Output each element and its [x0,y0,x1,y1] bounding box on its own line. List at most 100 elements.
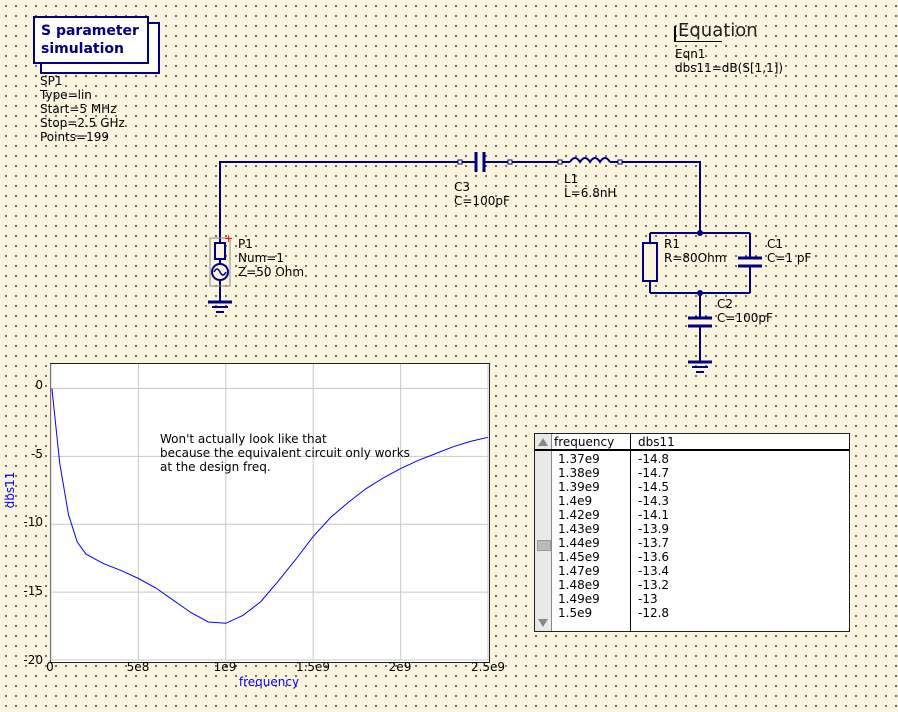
equation-title[interactable]: Equation [678,20,758,41]
note-line: at the design freq. [160,460,271,474]
equation-underline [676,41,722,42]
junction-node-bottom [697,290,703,296]
x-tick-label: 2.5e9 [470,660,506,674]
scroll-down-icon[interactable] [538,619,548,627]
column-divider [630,434,631,631]
label-p1[interactable]: P1 Num=1 Z=50 Ohm [238,237,304,279]
label-l1[interactable]: L1 L=6.8nH [564,172,616,200]
p1-plus-sign: + [224,232,233,245]
p1-name: P1 [238,237,253,251]
cell-frequency: 1.47e9 [558,564,600,578]
y-tick-label: -10 [23,515,43,529]
table-header [535,434,849,451]
l1-value: L=6.8nH [564,186,617,200]
table-rows: 1.37e9-14.8 1.38e9-14.7 1.39e9-14.5 1.4e… [558,452,669,620]
label-c1[interactable]: C1 C=1 pF [767,237,811,265]
x-tick-label: 1e9 [213,660,237,674]
cell-dbs11: -14.8 [638,452,670,466]
table-row: 1.39e9-14.5 [558,480,669,494]
table-row: 1.49e9 -13 [558,592,669,606]
cell-frequency: 1.45e9 [558,550,600,564]
p1-num: Num=1 [238,251,284,265]
table-row: 1.44e9-13.7 [558,536,669,550]
junction-node-top [697,230,703,236]
sim-param-stop: Stop=2.5 GHz [40,116,125,130]
cell-dbs11: -14.7 [638,466,670,480]
cell-frequency: 1.49e9 [558,592,600,606]
table-row: 1.47e9-13.4 [558,564,669,578]
table-scrollbar[interactable] [535,434,552,631]
r1-value: R=80Ohm [664,251,727,265]
c1-name: C1 [767,237,784,251]
p1-impedance: Z=50 Ohm [238,265,305,279]
label-r1[interactable]: R1 R=80Ohm [664,237,726,265]
simulation-title-line2: simulation [41,41,125,57]
sim-param-start: Start=5 MHz [40,102,117,116]
equation-name: Eqn1 [675,47,706,61]
c3-name: C3 [454,180,471,194]
y-tick-label: 0 [35,378,43,392]
note-line: because the equivalent circuit only work… [160,446,410,460]
cell-dbs11: -13 [638,592,658,606]
note-line: Won't actually look like that [160,432,327,446]
cell-frequency: 1.5e9 [558,606,593,620]
cell-dbs11: -14.3 [638,494,670,508]
wire-port-to-c3 [219,161,460,230]
x-tick-label: 2e9 [388,660,412,674]
cell-dbs11: -13.6 [638,550,670,564]
column-header-frequency: frequency [554,435,615,449]
cell-dbs11: -13.9 [638,522,670,536]
x-tick-label: 5e8 [126,660,150,674]
equation-marker [674,26,676,42]
equation-body[interactable]: Eqn1 dbs11=dB(S[1,1]) [675,47,783,75]
c2-value: C=100pF [717,311,773,325]
table-row: 1.37e9 -14.8 [558,452,669,466]
table-row: 1.48e9 -13.2 [558,578,669,592]
table-row: 1.5e9 -12.8 [558,606,669,620]
cell-frequency: 1.39e9 [558,480,600,494]
cell-frequency: 1.38e9 [558,466,600,480]
scroll-thumb[interactable] [537,540,551,551]
wire-l1-to-node [620,161,701,233]
sim-param-points: Points=199 [40,130,110,144]
y-tick-label: -15 [23,584,43,598]
cell-frequency: 1.44e9 [558,536,600,550]
dbs11-curve [51,388,489,624]
table-row: 1.43e9 -13.9 [558,522,669,536]
table-row: 1.42e9-14.1 [558,508,669,522]
equation-expression: dbs11=dB(S[1,1]) [675,61,784,75]
y-axis-label: dbs11 [3,471,17,509]
tabular-diagram[interactable]: frequency dbs11 1.37e9-14.8 1.38e9-14.7 … [534,433,850,632]
cell-dbs11: -12.8 [638,606,670,620]
label-c3[interactable]: C3 C=100pF [454,180,510,208]
x-axis-label: frequency [238,675,300,689]
r1-name: R1 [664,237,680,251]
c1-value: C=1 pF [767,251,812,265]
grid-lines [50,364,489,661]
sim-param-name: SP1 [40,74,63,88]
scroll-up-icon[interactable] [538,438,548,446]
cell-frequency: 1.42e9 [558,508,600,522]
pin-l1-right [617,159,623,165]
p1-outline [209,237,231,287]
cell-frequency: 1.37e9 [558,452,600,466]
cartesian-diagram[interactable] [50,363,490,663]
table-row: 1.45e9 -13.6 [558,550,669,564]
cell-frequency: 1.48e9 [558,578,600,592]
x-tick-label: 0 [46,660,54,674]
c3-value: C=100pF [454,194,510,208]
cell-dbs11: -13.2 [638,578,670,592]
label-c2[interactable]: C2 C=100pF [717,297,773,325]
cell-frequency: 1.43e9 [558,522,600,536]
sparameter-simulation-block[interactable]: S parameter simulation [33,16,149,64]
y-tick-label: -20 [23,653,43,667]
simulation-params[interactable]: SP1 Type=lin Start=5 MHz Stop=2.5 GHz Po… [40,74,125,144]
column-header-dbs11: dbs11 [638,435,675,449]
l1-coil [569,157,611,164]
c2-name: C2 [717,297,734,311]
note-text[interactable]: Won't actually look like that because th… [160,432,410,474]
pin-l1-left [557,159,563,165]
sim-param-type: Type=lin [40,88,92,102]
x-tick-label: 1.5e9 [295,660,331,674]
